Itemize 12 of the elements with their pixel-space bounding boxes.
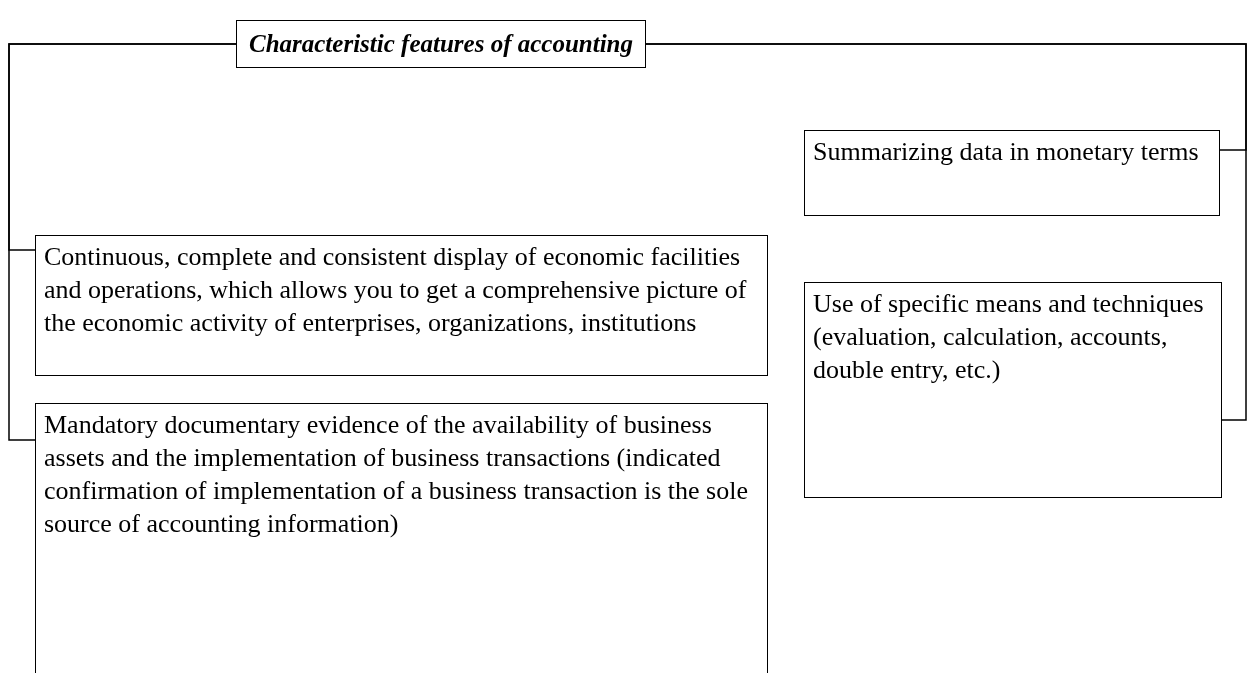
connector-line (645, 43, 1247, 421)
connector-line (8, 43, 237, 441)
title-box (236, 20, 646, 68)
feature-box (804, 282, 1222, 498)
feature-text: Mandatory documentary evidence of the availability of business assets and the implementation of business transactions (indicated confirmation of implementation of a business transaction is the sole source of accounting information) (44, 409, 749, 540)
feature-text: Summarizing data in monetary terms (813, 136, 1200, 168)
title-text: Characteristic features of accounting (247, 29, 634, 59)
feature-text: Continuous, complete and consistent display of economic facilities and operations, which allows you to get a comprehensive picture of the economic activity of enterprises, organizations, institutions (44, 241, 748, 339)
feature-text: Use of specific means and techniques (evaluation, calculation, accounts, double entry, etc.) (813, 288, 1205, 386)
feature-box (35, 403, 768, 673)
feature-box (35, 235, 768, 376)
feature-box (804, 130, 1220, 216)
